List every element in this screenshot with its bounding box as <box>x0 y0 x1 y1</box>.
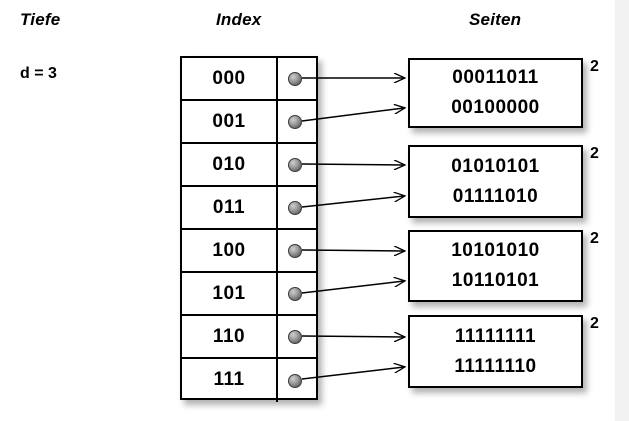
index-row[interactable]: 001 <box>182 101 316 144</box>
index-row[interactable]: 110 <box>182 316 316 359</box>
index-row[interactable]: 100 <box>182 230 316 273</box>
index-pointer-cell[interactable] <box>278 144 316 185</box>
page-box[interactable]: 11111111 11111110 <box>408 315 583 388</box>
index-key: 010 <box>182 144 278 185</box>
page-box[interactable]: 00011011 00100000 <box>408 58 583 128</box>
pointer-dot-icon <box>288 373 302 388</box>
page-local-depth: 2 <box>590 315 599 332</box>
page-line: 00100000 <box>451 97 540 118</box>
pointer-dot-icon <box>288 157 302 172</box>
page-local-depth: 2 <box>590 58 599 75</box>
page-line: 01010101 <box>451 155 540 177</box>
depth-column-heading: Tiefe <box>20 10 61 29</box>
index-key: 011 <box>182 187 278 228</box>
pointer-dot-icon <box>288 329 302 344</box>
slide-edge-strip <box>615 0 629 421</box>
page-box[interactable]: 01010101 01111010 <box>408 145 583 218</box>
index-row[interactable]: 111 <box>182 359 316 402</box>
index-row[interactable]: 101 <box>182 273 316 316</box>
index-key: 000 <box>182 58 278 99</box>
index-pointer-cell[interactable] <box>278 187 316 228</box>
index-pointer-cell[interactable] <box>278 230 316 271</box>
index-pointer-cell[interactable] <box>278 316 316 357</box>
page-line: 11111110 <box>454 355 537 377</box>
page-line: 10101010 <box>451 240 540 261</box>
page-line: 01111010 <box>452 185 539 207</box>
page-line: 00011011 <box>452 67 539 88</box>
page-box[interactable]: 10101010 10110101 <box>408 230 583 302</box>
index-key: 111 <box>182 359 278 402</box>
index-pointer-cell[interactable] <box>278 359 316 402</box>
index-row[interactable]: 011 <box>182 187 316 230</box>
index-pointer-cell[interactable] <box>278 58 316 99</box>
index-directory-table: 000 001 010 011 100 <box>180 56 318 402</box>
pointer-dot-icon <box>288 114 302 129</box>
pointer-dot-icon <box>288 243 302 258</box>
index-pointer-cell[interactable] <box>278 273 316 314</box>
index-column-heading: Index <box>216 10 262 29</box>
global-depth-value: d = 3 <box>20 65 57 82</box>
page-local-depth: 2 <box>590 230 599 247</box>
pages-column-heading: Seiten <box>469 10 522 29</box>
index-row[interactable]: 010 <box>182 144 316 187</box>
index-key: 100 <box>182 230 278 271</box>
index-row[interactable]: 000 <box>182 58 316 101</box>
page-line: 10110101 <box>451 270 540 291</box>
index-key: 101 <box>182 273 278 314</box>
page-line: 11111111 <box>454 325 537 347</box>
index-pointer-cell[interactable] <box>278 101 316 142</box>
page-local-depth: 2 <box>590 145 599 162</box>
pointer-dot-icon <box>288 71 302 86</box>
pointer-dot-icon <box>288 286 302 301</box>
index-key: 110 <box>182 316 278 357</box>
index-key: 001 <box>182 101 278 142</box>
pointer-dot-icon <box>288 200 302 215</box>
